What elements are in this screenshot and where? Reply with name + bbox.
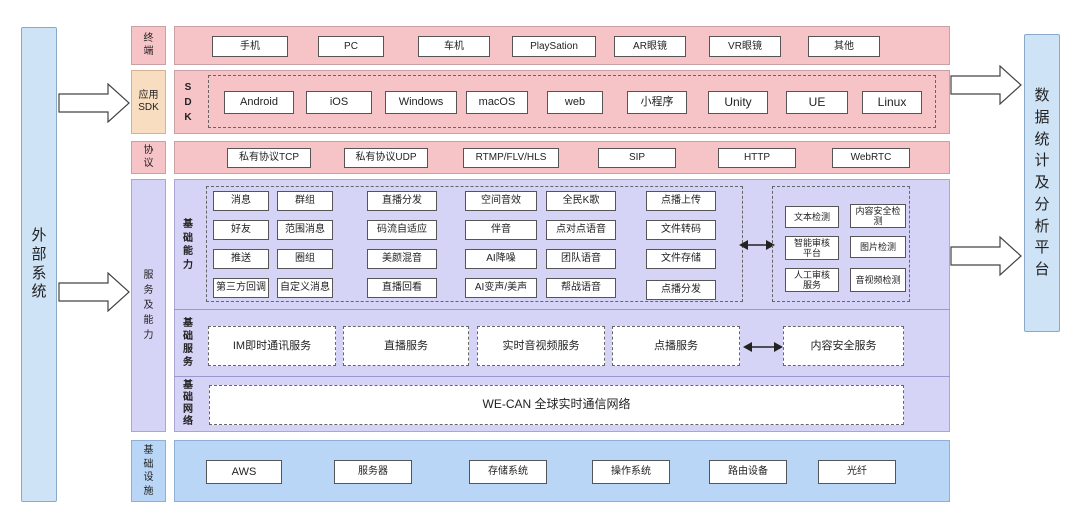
service-live: 直播服务 [343,326,469,366]
ability-group: 群组 [277,191,333,211]
left-arrow-to-service [58,272,130,312]
ability-circle: 圈组 [277,249,333,269]
external-system-panel: 外部系统 [21,27,57,502]
right-arrow-from-sdk [950,65,1022,105]
ability-karaoke: 全民K歌 [546,191,616,211]
external-system-label: 外部系统 [31,227,47,301]
terminal-layer-label-box: 终端 [131,26,166,65]
security-smart-review: 智能审核平台 [785,236,839,260]
we-can-network: WE-CAN 全球实时通信网络 [209,385,904,425]
terminal-item-vr: VR眼镜 [709,36,781,57]
ability-ai-denoise: AI降噪 [465,249,537,269]
sdk-dashed-group [208,75,936,128]
sdk-inner-label-box: SDK [178,74,198,130]
analytics-platform-panel: 数据统计及分析平台 [1024,34,1060,332]
left-arrow-to-sdk [58,83,130,123]
protocol-item-tcp: 私有协议TCP [227,148,311,168]
ability-friend: 好友 [213,220,269,240]
sdk-layer-label: 应用SDK [138,89,159,114]
ability-range-message: 范围消息 [277,220,333,240]
ability-push: 推送 [213,249,269,269]
security-image-detection: 图片检测 [850,236,906,258]
security-manual-review: 人工审核服务 [785,268,839,292]
protocol-layer-label-box: 协议 [131,141,166,174]
sdk-item-ue: UE [786,91,848,114]
ability-accompany: 伴音 [465,220,537,240]
protocol-item-rtmp: RTMP/FLV/HLS [463,148,559,168]
sdk-item-unity: Unity [708,91,768,114]
service-security-double-arrow [743,342,783,352]
basic-ability-label: 基础能力 [183,219,193,271]
ability-beauty-mix: 美颜混音 [367,249,437,269]
terminal-item-other: 其他 [808,36,880,57]
sdk-item-web: web [547,91,603,114]
service-im: IM即时通讯服务 [208,326,336,366]
service-content-security: 内容安全服务 [783,326,904,366]
service-layer-label-box: 服务及能力 [131,179,166,432]
protocol-item-http: HTTP [718,148,796,168]
ability-adaptive-bitrate: 码流自适应 [367,220,437,240]
sdk-item-macos: macOS [466,91,528,114]
infra-fiber: 光纤 [818,460,896,484]
terminal-layer-label: 终端 [143,33,154,57]
terminal-item-ar: AR眼镜 [614,36,686,57]
ability-p2p-voice: 点对点语音 [546,220,616,240]
protocol-item-udp: 私有协议UDP [344,148,428,168]
basic-service-label-box: 基础服务 [178,313,198,373]
ability-live-replay: 直播回看 [367,278,437,298]
ability-file-transcode: 文件转码 [646,220,716,240]
ability-ai-voice-change: AI变声/美声 [465,278,537,298]
protocol-item-webrtc: WebRTC [832,148,910,168]
security-text-detection: 文本检测 [785,206,839,228]
service-divider-2 [174,376,950,377]
infra-layer-label: 基础设施 [143,445,154,497]
right-arrow-from-service [950,236,1022,276]
sdk-item-linux: Linux [862,91,922,114]
basic-service-label: 基础服务 [183,318,193,368]
infra-aws: AWS [206,460,282,484]
terminal-item-phone: 手机 [212,36,288,57]
infra-router: 路由设备 [709,460,787,484]
ability-spatial-audio: 空间音效 [465,191,537,211]
basic-network-label-box: 基础网络 [178,379,198,429]
protocol-item-sip: SIP [598,148,676,168]
security-ability-dashed-group [772,186,910,302]
terminal-item-playstation: PlaySation [512,36,596,57]
service-layer-label: 服务及能力 [143,270,154,341]
basic-ability-label-box: 基础能力 [178,186,198,304]
ability-file-storage: 文件存储 [646,249,716,269]
sdk-item-android: Android [224,91,294,114]
service-divider-1 [174,309,950,310]
analytics-platform-label: 数据统计及分析平台 [1034,87,1050,279]
sdk-item-windows: Windows [385,91,457,114]
security-av-detection: 音视频检测 [850,268,906,292]
ability-live-distribution: 直播分发 [367,191,437,211]
sdk-item-ios: iOS [306,91,372,114]
sdk-item-miniprogram: 小程序 [627,91,687,114]
terminal-item-pc: PC [318,36,384,57]
ability-custom-message: 自定义消息 [277,278,333,298]
sdk-inner-label: SDK [184,81,192,123]
service-rtc: 实时音视频服务 [477,326,605,366]
infra-os: 操作系统 [592,460,670,484]
infra-storage: 存储系统 [469,460,547,484]
security-content-detection: 内容安全检测 [850,204,906,228]
ability-callback: 第三方回调 [213,278,269,298]
ability-vod-upload: 点播上传 [646,191,716,211]
ability-team-voice: 团队语音 [546,249,616,269]
sdk-layer-label-box: 应用SDK [131,70,166,134]
ability-message: 消息 [213,191,269,211]
ability-guild-voice: 帮战语音 [546,278,616,298]
infra-layer-label-box: 基础设施 [131,440,166,502]
protocol-layer-label: 协议 [143,145,154,169]
ability-vod-distribution: 点播分发 [646,280,716,300]
protocol-row [174,141,950,174]
basic-network-label: 基础网络 [183,380,193,427]
service-vod: 点播服务 [612,326,740,366]
ability-security-double-arrow [739,240,775,250]
terminal-item-car: 车机 [418,36,490,57]
infra-server: 服务器 [334,460,412,484]
